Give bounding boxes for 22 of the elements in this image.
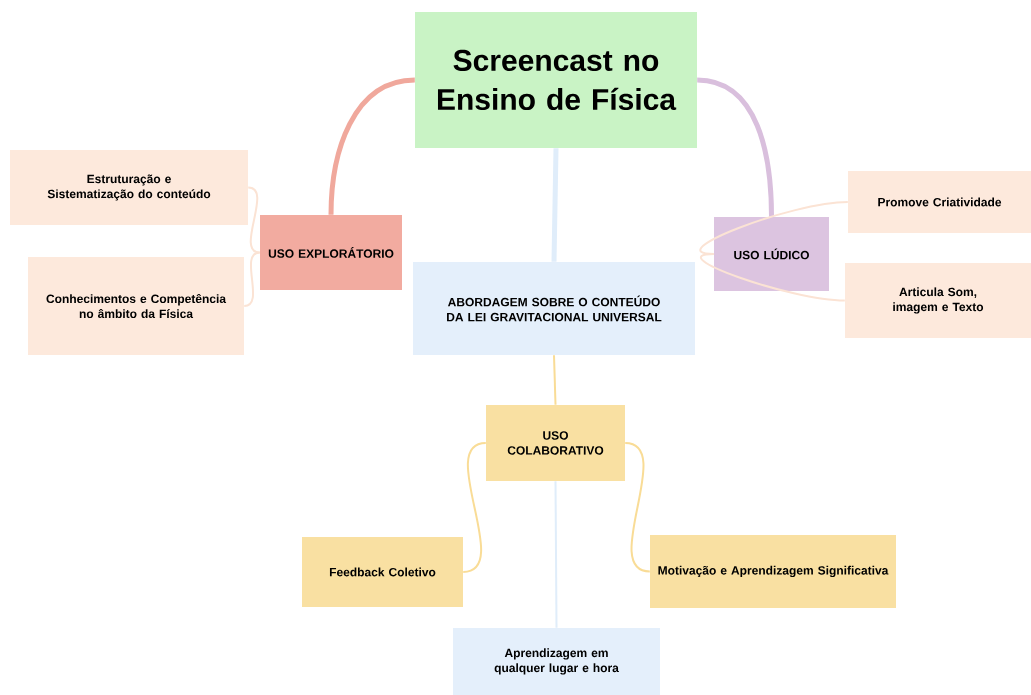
connector: [553, 354, 557, 406]
leaf-box: Estruturação e Sistematização do conteúdo: [10, 150, 248, 225]
topic-box: ABORDAGEM SOBRE O CONTEÚDO DA LEI GRAVITACIONAL UNIVERSAL: [413, 262, 695, 355]
connector: [699, 253, 846, 302]
connector: [699, 201, 849, 255]
leaf-box: Aprendizagem em qualquer lugar e hora: [453, 628, 660, 695]
connector: [696, 77, 774, 217]
leaf-box: Feedback Coletivo: [302, 537, 463, 607]
branch-box: USO EXPLORÁTORIO: [260, 215, 402, 290]
connector: [551, 148, 559, 262]
branch-box: USO LÚDICO: [714, 217, 829, 291]
connector: [247, 186, 261, 254]
leaf-box: Promove Criatividade: [848, 171, 1031, 233]
title-box: Screencast no Ensino de Física: [415, 12, 697, 148]
connector: [243, 251, 261, 307]
branch-box: USO COLABORATIVO: [486, 405, 625, 481]
connector: [624, 442, 651, 573]
leaf-box: Articula Som, imagem e Texto: [845, 263, 1031, 338]
connector: [462, 442, 487, 573]
connector: [328, 77, 416, 215]
leaf-box: Conhecimentos e Competência no âmbito da Física: [28, 257, 244, 355]
leaf-box: Motivação e Aprendizagem Significativa: [650, 535, 896, 608]
